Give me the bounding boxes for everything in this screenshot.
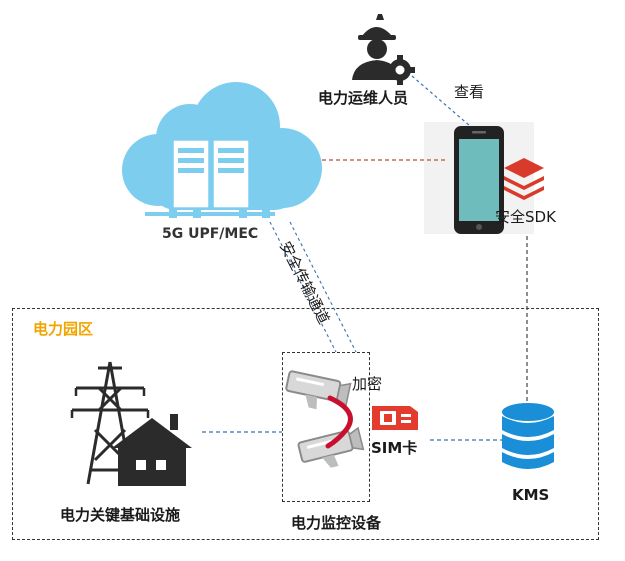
sdk-label: 安全SDK	[495, 208, 556, 226]
secure-channel-line-1	[269, 221, 337, 353]
house-icon	[112, 414, 192, 486]
secure-channel-line-2	[289, 221, 357, 353]
device-label: 电力监控设备	[291, 514, 382, 532]
power-park-zone	[12, 308, 599, 540]
database-icon	[502, 403, 554, 469]
infra-label: 电力关键基础设施	[60, 506, 181, 524]
encryption-arc	[325, 395, 353, 449]
smartphone-icon	[454, 126, 504, 234]
operator-label: 电力运维人员	[318, 89, 409, 107]
cloud-label: 5G UPF/MEC	[162, 226, 259, 242]
view-label: 查看	[454, 83, 485, 101]
zone-title: 电力园区	[33, 320, 94, 338]
monitoring-device-group	[282, 352, 370, 502]
sim-label: SIM卡	[371, 439, 418, 457]
sim-card-icon	[372, 406, 418, 430]
power-tower-icon	[70, 361, 150, 485]
layers-sdk-icon	[504, 158, 544, 200]
worker-gear-icon	[352, 14, 415, 85]
kms-label: KMS	[512, 486, 550, 504]
operator-phone-link	[411, 75, 471, 127]
encrypt-label: 加密	[352, 375, 383, 393]
cloud-server-icon	[122, 82, 322, 218]
